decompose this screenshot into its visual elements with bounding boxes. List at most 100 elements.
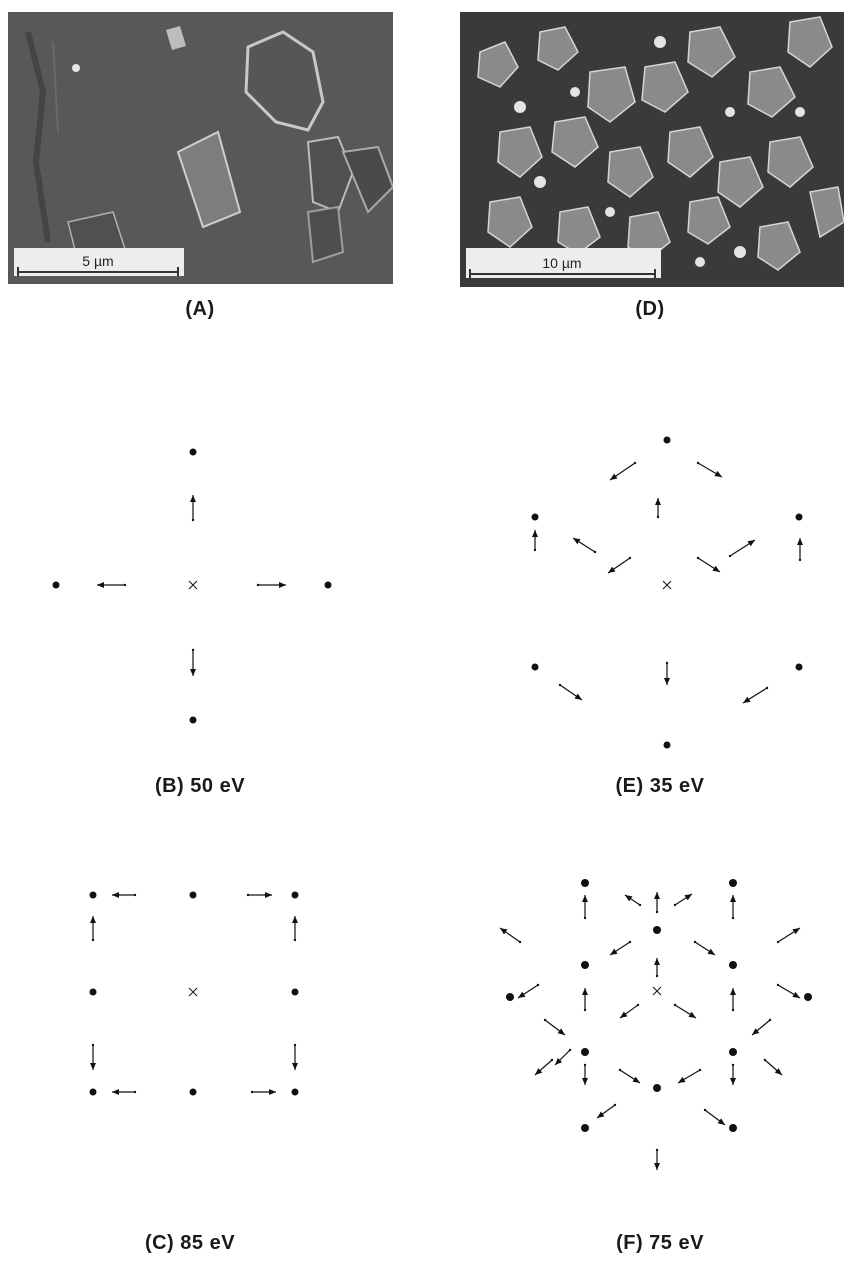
spot-motion-arrow xyxy=(655,498,661,519)
diffraction-spot xyxy=(189,1088,197,1096)
spot-motion-arrow xyxy=(582,1063,588,1085)
spot-motion-arrow xyxy=(90,1043,96,1070)
spot-motion-arrow xyxy=(654,1148,660,1170)
sem-micrograph-a: 5 µm xyxy=(8,12,393,284)
spot-motion-arrow xyxy=(292,1043,298,1070)
spot-motion-arrow xyxy=(246,892,272,898)
caption-f: (F) 75 eV xyxy=(616,1232,704,1254)
diffraction-spot xyxy=(324,581,332,589)
diffraction-spot xyxy=(189,448,197,456)
leed-svg-f xyxy=(499,879,812,1170)
spot-motion-arrow xyxy=(607,556,632,574)
spot-motion-arrow xyxy=(112,892,137,898)
diffraction-spot xyxy=(804,993,812,1001)
spot-motion-arrow xyxy=(112,1089,137,1095)
leed-svg-e xyxy=(531,436,803,749)
diffraction-spot xyxy=(795,513,803,521)
spot-motion-arrow xyxy=(292,916,298,942)
spot-motion-arrow xyxy=(532,530,538,552)
panel-e: (E) 35 eV xyxy=(460,420,844,820)
diffraction-spot xyxy=(663,741,671,749)
spot-motion-arrow xyxy=(250,1089,276,1095)
caption-d: (D) xyxy=(635,298,665,320)
diffraction-spot xyxy=(653,1084,661,1092)
spot-motion-arrow xyxy=(624,894,642,907)
spot-motion-arrow xyxy=(742,686,769,704)
diffraction-spot xyxy=(531,513,539,521)
diffraction-spot xyxy=(653,926,661,934)
spot-motion-arrow xyxy=(696,461,723,478)
leed-pattern-f xyxy=(460,870,844,1200)
caption-e: (E) 35 eV xyxy=(615,775,705,797)
diffraction-spot xyxy=(581,1048,589,1056)
diffraction-spot xyxy=(52,581,60,589)
pattern-center-mark xyxy=(652,986,662,996)
spot-motion-arrow xyxy=(696,556,721,573)
spot-motion-arrow xyxy=(543,1018,566,1036)
leed-svg-c xyxy=(89,891,299,1096)
spot-motion-arrow xyxy=(90,916,96,942)
diffraction-spot xyxy=(729,879,737,887)
diffraction-spot xyxy=(531,663,539,671)
diffraction-spot xyxy=(795,663,803,671)
spot-motion-arrow xyxy=(654,958,660,978)
spot-motion-arrow xyxy=(673,1003,697,1019)
spot-motion-arrow xyxy=(499,927,522,944)
diffraction-spot xyxy=(291,891,299,899)
spot-motion-arrow xyxy=(558,683,583,701)
diffraction-spot xyxy=(729,1048,737,1056)
leed-pattern-e xyxy=(460,420,844,760)
diffraction-spot xyxy=(581,879,589,887)
spot-motion-arrow xyxy=(256,582,286,588)
spot-motion-arrow xyxy=(534,1058,554,1076)
spot-motion-arrow xyxy=(596,1103,617,1119)
diffraction-spot xyxy=(89,988,97,996)
spot-motion-arrow xyxy=(730,988,736,1012)
pattern-center-mark xyxy=(662,580,672,590)
spot-motion-arrow xyxy=(618,1068,641,1084)
spot-motion-arrow xyxy=(703,1108,726,1126)
diffraction-spot xyxy=(506,993,514,1001)
panel-a: 5 µm (A) xyxy=(0,0,400,330)
diffraction-spot xyxy=(663,436,671,444)
sem-image-a: 5 µm xyxy=(8,12,393,284)
panel-b: (B) 50 eV xyxy=(0,420,400,820)
diffraction-spot xyxy=(189,891,197,899)
spot-motion-arrow xyxy=(797,538,803,562)
spot-motion-arrow xyxy=(609,940,632,956)
spot-motion-arrow xyxy=(554,1048,572,1066)
spot-motion-arrow xyxy=(582,988,588,1012)
spot-motion-arrow xyxy=(751,1018,772,1036)
diffraction-spot xyxy=(291,988,299,996)
spot-motion-arrow xyxy=(776,983,801,999)
leed-pattern-c xyxy=(0,870,400,1190)
spot-motion-arrow xyxy=(763,1058,783,1076)
spot-motion-arrow xyxy=(619,1003,640,1019)
pattern-center-mark xyxy=(188,580,198,590)
spot-motion-arrow xyxy=(664,661,670,685)
spot-motion-arrow xyxy=(654,892,660,914)
caption-a: (A) xyxy=(185,298,215,320)
panel-c: (C) 85 eV xyxy=(0,870,400,1265)
spot-motion-arrow xyxy=(97,582,127,588)
spot-motion-arrow xyxy=(517,983,540,999)
panel-f: (F) 75 eV xyxy=(460,870,844,1265)
spot-motion-arrow xyxy=(572,537,597,554)
diffraction-spot xyxy=(729,961,737,969)
diffraction-spot xyxy=(729,1124,737,1132)
leed-pattern-b xyxy=(0,420,400,740)
diffraction-spot xyxy=(89,891,97,899)
pattern-center-mark xyxy=(188,987,198,997)
spot-motion-arrow xyxy=(190,648,196,676)
caption-b: (B) 50 eV xyxy=(154,775,246,797)
diffraction-spot xyxy=(581,961,589,969)
spot-motion-arrow xyxy=(673,893,693,907)
spot-motion-arrow xyxy=(582,895,588,920)
panel-d: 10 µm (D) xyxy=(450,0,844,330)
diffraction-spot xyxy=(189,716,197,724)
sem-micrograph-d: 10 µm xyxy=(460,12,844,287)
scale-bar-label-a: 5 µm xyxy=(82,253,113,269)
caption-c: (C) 85 eV xyxy=(144,1232,236,1254)
sem-image-d: 10 µm xyxy=(460,12,844,287)
spot-motion-arrow xyxy=(728,539,756,558)
